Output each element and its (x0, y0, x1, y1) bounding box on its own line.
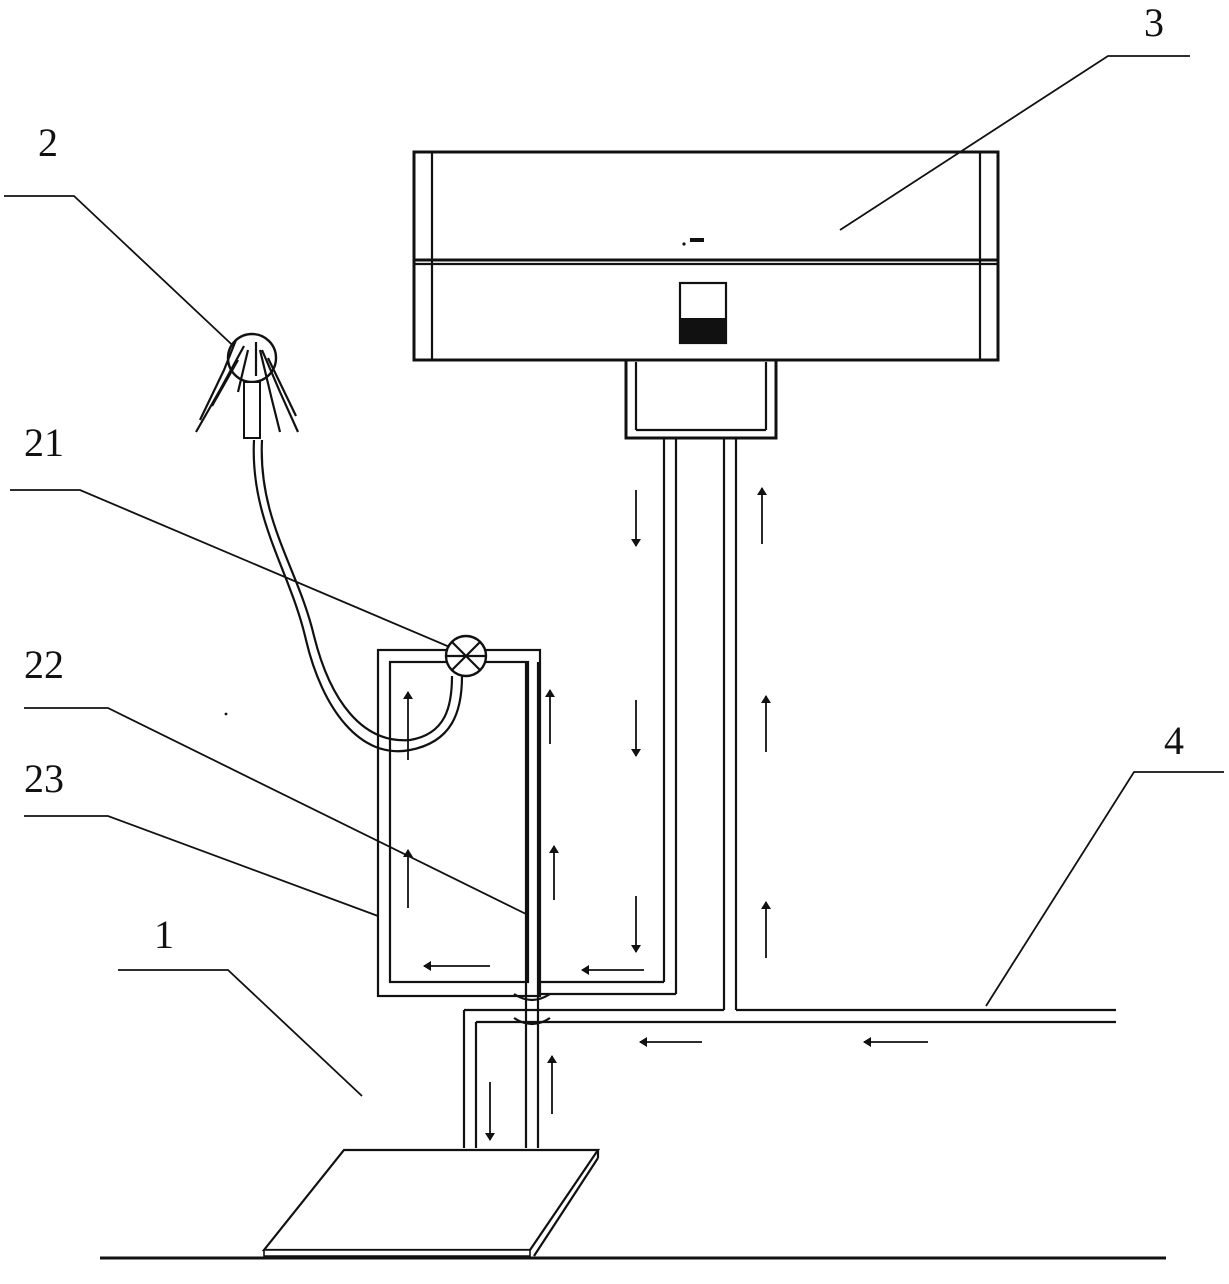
shower-head (195, 332, 300, 439)
heater-pipes (540, 438, 738, 1010)
leader-frame-pipe (24, 815, 379, 917)
label-riser-pipe: 22 (24, 642, 64, 687)
leader-riser-pipe (24, 707, 527, 915)
leader-shower-head (4, 195, 245, 357)
supply-line (462, 1008, 1116, 1148)
label-heater: 3 (1144, 0, 1164, 45)
label-valve: 21 (24, 420, 64, 465)
label-shower-head: 2 (38, 120, 58, 165)
water-heater (412, 150, 1000, 440)
label-base: 1 (154, 912, 174, 957)
heater-body (412, 150, 1000, 362)
leader-heater (839, 55, 1190, 231)
heater-connector (624, 360, 778, 440)
heater-display-icon (678, 281, 728, 345)
shower-hose (252, 439, 464, 753)
leader-lines (4, 55, 1224, 1097)
heater-indicator (690, 238, 704, 242)
leader-valve (10, 489, 453, 649)
flow-arrows (403, 487, 928, 1141)
valve (444, 634, 488, 678)
label-frame-pipe: 23 (24, 756, 64, 801)
base-plate (100, 1148, 1166, 1260)
label-supply-line: 4 (1164, 718, 1184, 763)
leader-supply-line (985, 771, 1224, 1007)
frame-pipe-inner (388, 660, 530, 984)
leader-base (118, 969, 363, 1097)
